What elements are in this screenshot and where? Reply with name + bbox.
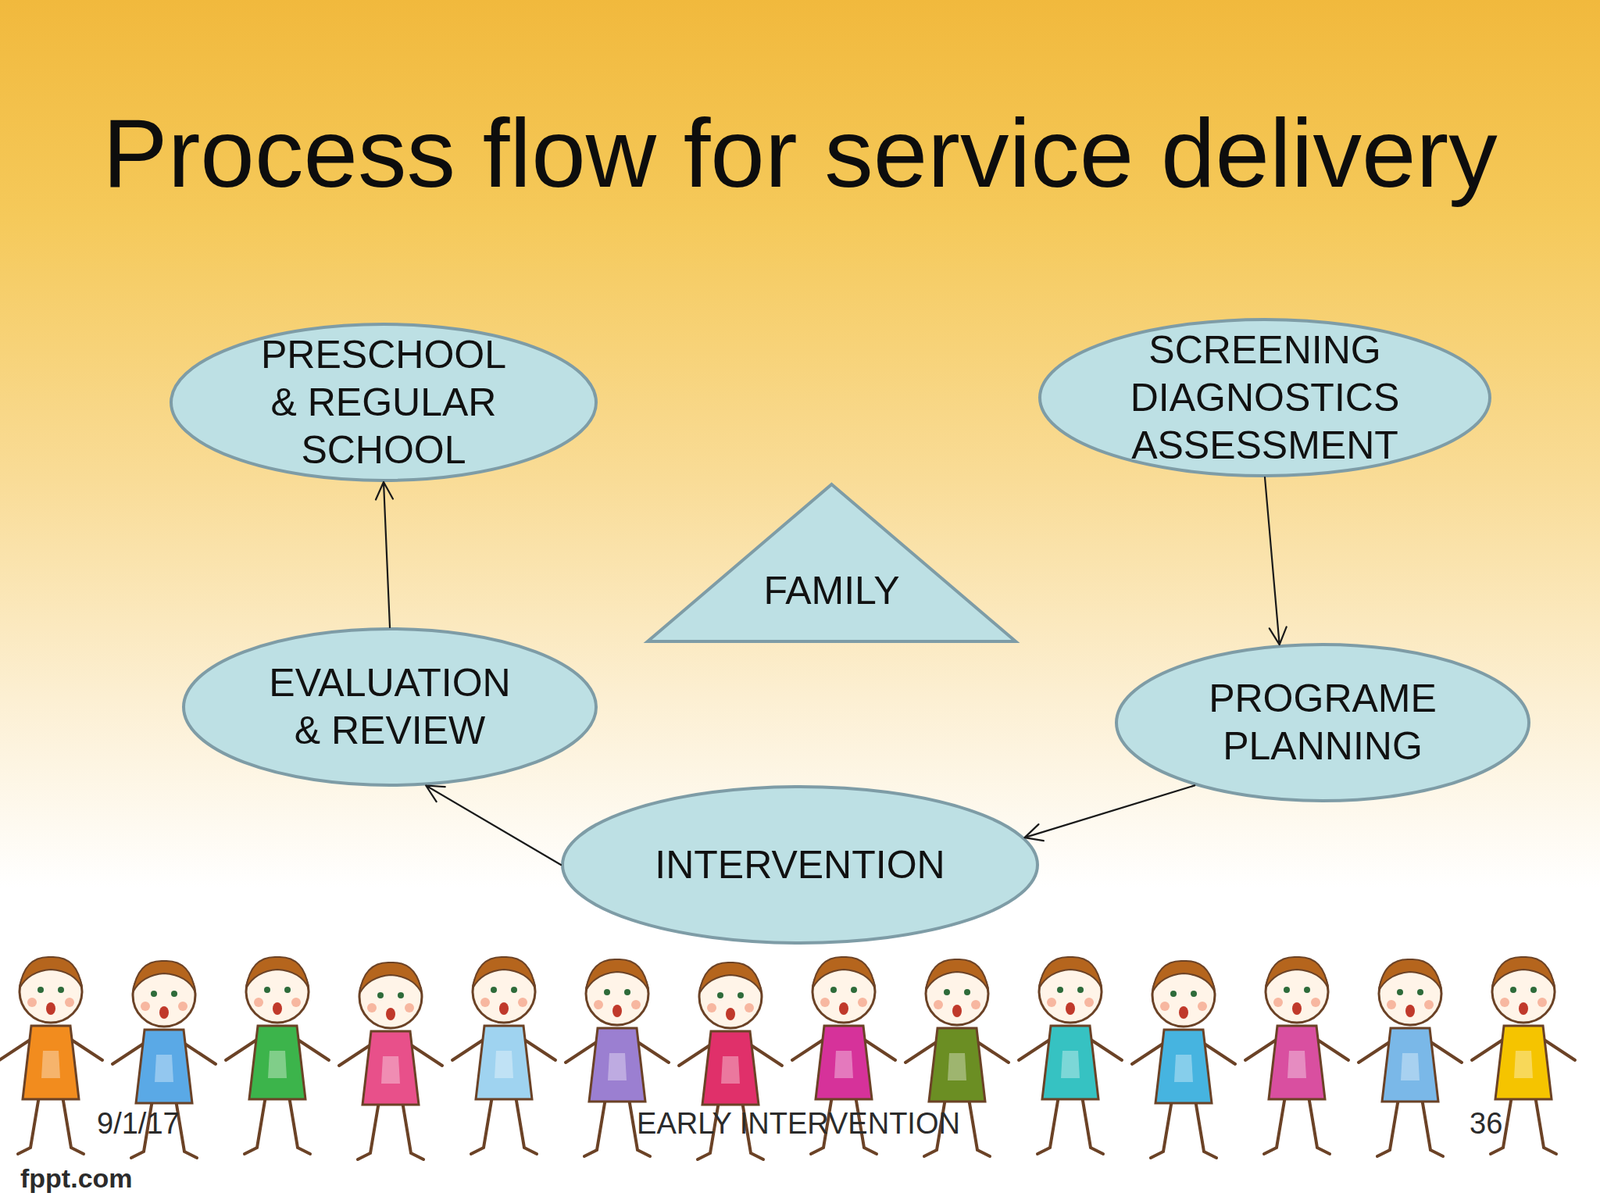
node-label: PRESCHOOL & REGULAR SCHOOL <box>250 331 517 475</box>
node-label: SCREENING DIAGNOSTICS ASSESSMENT <box>1120 326 1410 470</box>
process-ellipse: EVALUATION & REVIEW <box>182 627 598 787</box>
flow-arrow <box>425 785 561 866</box>
ellipse-shape <box>1039 319 1490 476</box>
child-figure <box>1245 957 1349 1154</box>
child-figure <box>452 957 556 1154</box>
node-label: INTERVENTION <box>654 841 945 890</box>
ellipse-outline <box>182 627 598 787</box>
footer-text: 9/1/17 <box>96 1105 180 1142</box>
ellipse-shape <box>171 324 597 481</box>
ellipse-shape <box>183 628 597 786</box>
child-figure <box>1018 957 1122 1154</box>
child-figure <box>225 957 329 1154</box>
flow-arrow <box>1025 785 1196 841</box>
node-text-area: INTERVENTION <box>560 785 1040 945</box>
node-text-area: PRESCHOOL & REGULAR SCHOOL <box>169 322 598 483</box>
outcome-ellipse: PRESCHOOL & REGULAR SCHOOL <box>169 322 598 483</box>
child-figure <box>1358 959 1462 1157</box>
child-figure <box>1132 960 1236 1158</box>
process-ellipse: SCREENING DIAGNOSTICS ASSESSMENT <box>1038 317 1492 478</box>
node-label: PROGRAME PLANNING <box>1185 675 1460 771</box>
watermark: fppt.com <box>20 1162 133 1195</box>
flow-arrow <box>1264 477 1287 645</box>
node-label: EVALUATION & REVIEW <box>253 659 527 755</box>
process-ellipse: PROGRAME PLANNING <box>1114 642 1531 803</box>
process-ellipse: INTERVENTION <box>560 785 1040 945</box>
child-figure <box>0 957 103 1154</box>
node-label: FAMILY <box>763 567 900 615</box>
footer-text: 36 <box>1469 1105 1503 1142</box>
node-text-area: PROGRAME PLANNING <box>1114 642 1531 803</box>
flow-arrow <box>375 482 393 628</box>
triangle-shape <box>647 484 1016 642</box>
node-text-area: FAMILY <box>646 482 1018 643</box>
slide-title: Process flow for service delivery <box>0 103 1600 202</box>
child-figure <box>339 962 443 1160</box>
node-text-area: SCREENING DIAGNOSTICS ASSESSMENT <box>1038 317 1492 478</box>
children-row <box>0 957 1575 1160</box>
footer-text: EARLY INTERVENTION <box>329 1105 1268 1142</box>
node-text-area: EVALUATION & REVIEW <box>182 627 598 787</box>
family-triangle: FAMILY <box>646 482 1018 643</box>
ellipse-outline <box>1114 642 1531 803</box>
triangle-outline <box>646 482 1018 643</box>
ellipse-shape <box>562 786 1038 943</box>
ellipse-shape <box>1116 644 1529 801</box>
